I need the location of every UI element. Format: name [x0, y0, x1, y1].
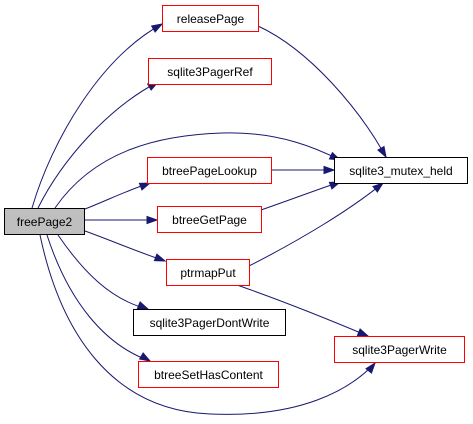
node-label: btreeGetPage [172, 213, 247, 227]
arrowhead [323, 165, 336, 175]
edge-btreePageLookup-to-sqlite3_mutex_held [271, 165, 336, 175]
node-label: sqlite3PagerWrite [352, 343, 447, 357]
edge-line [260, 181, 341, 211]
edge-freePage2-to-sqlite3PagerDontWrite [57, 234, 150, 310]
edge-line [31, 23, 163, 209]
arrowhead [138, 182, 152, 191]
edge-freePage2-to-sqlite3PagerWrite [39, 234, 376, 415]
arrowhead [356, 328, 370, 337]
arrowhead [146, 215, 159, 225]
arrowhead [153, 253, 167, 262]
nodes-layer: freePage2 releasePage sqlite3PagerRef bt… [4, 5, 468, 388]
node-label: releasePage [177, 12, 245, 26]
node-ptrmapPut[interactable]: ptrmapPut [166, 259, 250, 286]
node-label: sqlite3_mutex_held [349, 164, 452, 178]
node-freePage2[interactable]: freePage2 [4, 208, 85, 235]
arrowhead [138, 352, 152, 362]
node-sqlite3PagerWrite[interactable]: sqlite3PagerWrite [334, 336, 465, 363]
edge-line [84, 230, 166, 262]
edge-line [84, 182, 151, 210]
edge-ptrmapPut-to-sqlite3PagerWrite [236, 284, 370, 337]
edge-freePage2-to-btreePageLookup [84, 182, 152, 210]
edge-line [257, 25, 387, 158]
edge-freePage2-to-releasePage [31, 23, 164, 209]
node-label: btreeSetHasContent [154, 368, 263, 382]
edge-line [46, 234, 151, 362]
node-sqlite3PagerDontWrite[interactable]: sqlite3PagerDontWrite [133, 309, 286, 336]
node-sqlite3PagerRef[interactable]: sqlite3PagerRef [148, 58, 272, 85]
node-label: ptrmapPut [180, 266, 236, 280]
arrowhead [150, 23, 164, 33]
edge-line [236, 284, 369, 337]
edge-line [54, 132, 341, 209]
arrowhead [372, 182, 385, 193]
node-label: sqlite3PagerRef [167, 65, 253, 79]
node-btreeSetHasContent[interactable]: btreeSetHasContent [138, 361, 279, 388]
arrowhead [377, 145, 387, 159]
node-btreePageLookup[interactable]: btreePageLookup [147, 157, 272, 184]
arrowhead [136, 301, 150, 310]
edge-line [37, 81, 159, 209]
edge-releasePage-to-sqlite3_mutex_held [257, 25, 387, 159]
edge-freePage2-to-btreeSetHasContent [46, 234, 152, 362]
node-sqlite3_mutex_held[interactable]: sqlite3_mutex_held [334, 157, 468, 184]
edge-line [248, 182, 384, 267]
edge-freePage2-to-sqlite3PagerRef [37, 81, 160, 209]
node-label: btreePageLookup [162, 164, 257, 178]
node-releasePage[interactable]: releasePage [162, 5, 259, 32]
edge-btreeGetPage-to-sqlite3_mutex_held [260, 181, 342, 211]
edge-line [39, 234, 376, 415]
edge-line [57, 234, 149, 310]
arrowhead [365, 361, 376, 374]
node-label: sqlite3PagerDontWrite [150, 316, 270, 330]
edge-freePage2-to-ptrmapPut [84, 230, 167, 262]
edge-ptrmapPut-to-sqlite3_mutex_held [248, 182, 385, 267]
node-label: freePage2 [17, 215, 73, 229]
node-btreeGetPage[interactable]: btreeGetPage [157, 206, 262, 233]
edge-freePage2-to-btreeGetPage [85, 215, 159, 225]
